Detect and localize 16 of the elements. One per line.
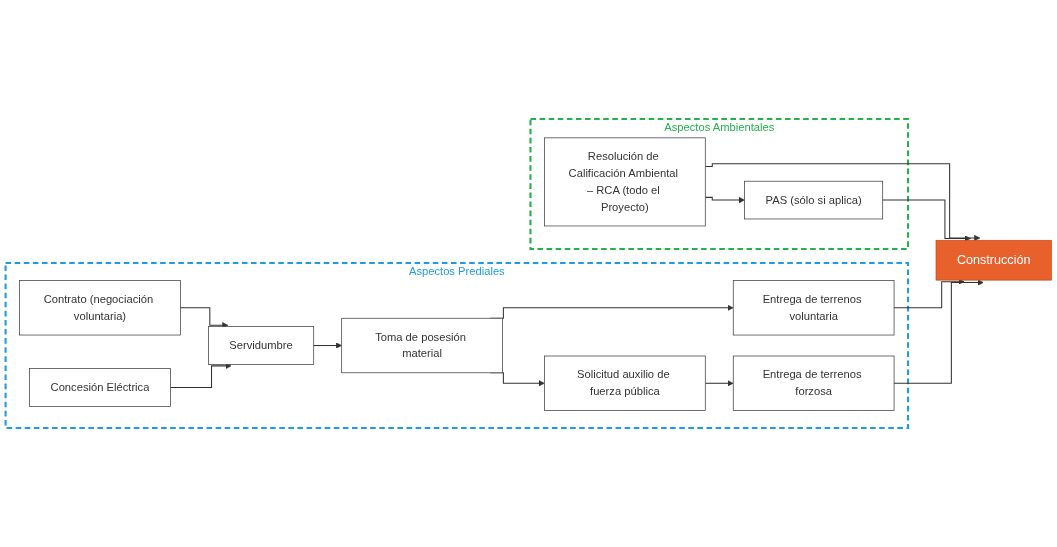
- node-box: Entrega de terrenos voluntaria: [732, 280, 895, 336]
- node-box: PAS (sólo si aplica): [744, 180, 884, 220]
- arrow: [882, 199, 971, 242]
- node-box: Construcción: [935, 239, 1052, 281]
- arrow: [313, 342, 342, 349]
- node-box: Solicitud auxilio de fuerza pública: [544, 355, 706, 411]
- node-box: Entrega de terrenos forzosa: [732, 355, 895, 411]
- arrow: [893, 279, 984, 384]
- arrow: [704, 163, 981, 242]
- node-box: Contrato (negociación voluntaria): [19, 280, 181, 336]
- node-box: Toma de posesión material: [341, 317, 503, 374]
- arrow: [704, 380, 734, 387]
- node-box: Concesión Eléctrica: [29, 368, 171, 407]
- arrow: [704, 196, 745, 204]
- node-box: Servidumbre: [208, 326, 315, 365]
- node-box: Resolución de Calificación Ambiental – RCA (todo el Proyecto): [544, 137, 706, 227]
